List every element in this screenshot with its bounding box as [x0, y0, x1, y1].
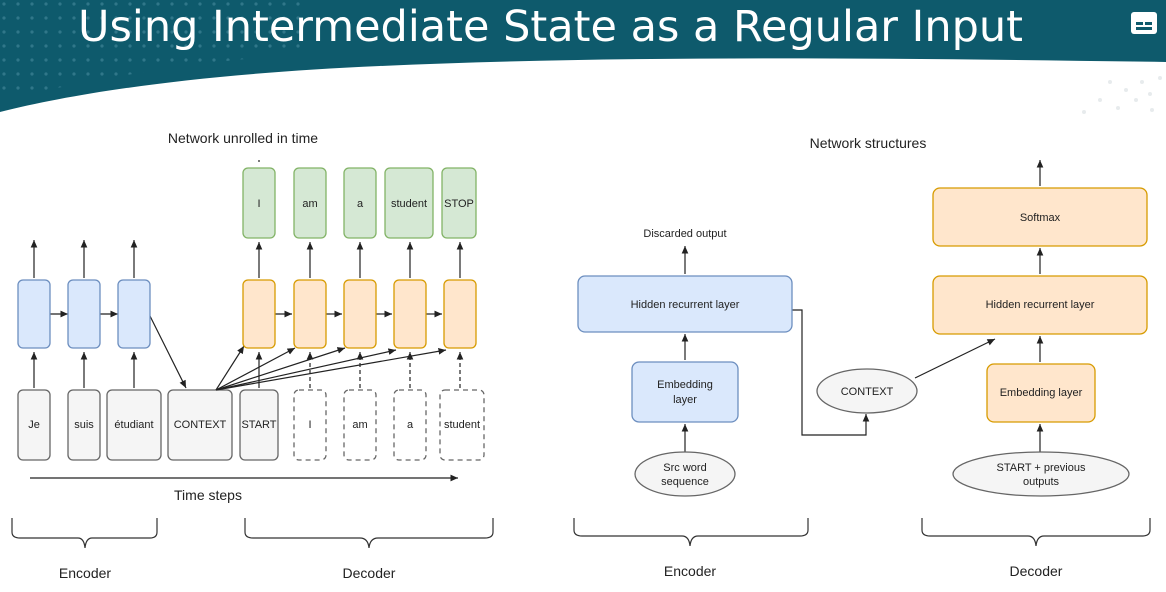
- src-word-sequence: Src word sequence: [634, 451, 736, 497]
- output-token: student: [384, 167, 434, 239]
- svg-text:Embedding layer: Embedding layer: [1000, 387, 1083, 399]
- svg-text:étudiant: étudiant: [114, 419, 153, 431]
- decoder-input: a: [393, 389, 427, 461]
- encoder-cell: [17, 279, 51, 349]
- svg-text:START: START: [241, 419, 276, 431]
- encoder-label-left: Encoder: [59, 565, 111, 581]
- unrolled-title: Network unrolled in time: [168, 130, 318, 146]
- encoder-cell: [67, 279, 101, 349]
- encoder-brace-right: [573, 518, 809, 547]
- svg-text:student: student: [444, 419, 480, 431]
- svg-text:Embedding: Embedding: [657, 379, 713, 391]
- svg-text:outputs: outputs: [1023, 476, 1060, 488]
- decorative-dots: [1082, 76, 1162, 114]
- output-token: am: [293, 167, 327, 239]
- decoder-embedding-layer: Embedding layer: [986, 363, 1096, 423]
- decoder-cell: [443, 279, 477, 349]
- decoder-arrows: [215, 160, 464, 391]
- decoder-label-left: Decoder: [343, 565, 396, 581]
- encoder-input: étudiant: [106, 389, 162, 461]
- decoder-label-right: Decoder: [1010, 563, 1063, 579]
- decoder-brace: [244, 518, 494, 549]
- decoder-cell: [242, 279, 276, 349]
- start-box: START: [239, 389, 279, 461]
- svg-text:a: a: [407, 419, 414, 431]
- svg-text:sequence: sequence: [661, 476, 709, 488]
- encoder-label-right: Encoder: [664, 563, 716, 579]
- output-token: I: [242, 167, 276, 239]
- encoder-input: suis: [67, 389, 101, 461]
- unrolled-network: Network unrolled in time Je suis: [11, 130, 494, 581]
- svg-text:am: am: [302, 198, 317, 210]
- encoder-brace: [11, 518, 158, 549]
- svg-text:STOP: STOP: [444, 198, 474, 210]
- svg-text:student: student: [391, 198, 427, 210]
- svg-text:CONTEXT: CONTEXT: [841, 386, 894, 398]
- encoder-input: Je: [17, 389, 51, 461]
- svg-text:Hidden recurrent layer: Hidden recurrent layer: [631, 299, 740, 311]
- context-box: CONTEXT: [167, 389, 233, 461]
- svg-text:Src word: Src word: [663, 462, 706, 474]
- encoder-hidden-layer: Hidden recurrent layer: [577, 275, 793, 333]
- svg-text:START + previous: START + previous: [997, 462, 1086, 474]
- context-ellipse: CONTEXT: [816, 368, 918, 414]
- decoder-cell: [293, 279, 327, 349]
- svg-text:I: I: [257, 198, 260, 210]
- svg-text:Hidden recurrent layer: Hidden recurrent layer: [986, 299, 1095, 311]
- discarded-output-label: Discarded output: [643, 228, 726, 240]
- svg-text:suis: suis: [74, 419, 94, 431]
- softmax-layer: Softmax: [932, 187, 1148, 247]
- output-token: a: [343, 167, 377, 239]
- svg-text:Softmax: Softmax: [1020, 212, 1061, 224]
- slide-title: Using Intermediate State as a Regular In…: [78, 2, 1023, 52]
- decoder-hidden-layer: Hidden recurrent layer: [932, 275, 1148, 335]
- closed-captions-icon[interactable]: [1128, 8, 1160, 38]
- network-structures: Network structures Discarded output Hidd…: [573, 135, 1151, 579]
- decoder-input: I: [293, 389, 327, 461]
- slide-header: Using Intermediate State as a Regular In…: [0, 0, 1166, 120]
- output-token: STOP: [441, 167, 477, 239]
- svg-text:layer: layer: [673, 394, 697, 406]
- structures-title: Network structures: [810, 135, 927, 151]
- svg-text:I: I: [308, 419, 311, 431]
- svg-text:a: a: [357, 198, 364, 210]
- encoder-embedding-layer: Embedding layer: [631, 361, 739, 423]
- encoder-structure-arrows: [681, 246, 996, 452]
- decoder-cell: [393, 279, 427, 349]
- decoder-input: student: [439, 389, 485, 461]
- decoder-brace-right: [921, 518, 1151, 547]
- svg-text:am: am: [352, 419, 367, 431]
- time-steps-label: Time steps: [174, 487, 242, 503]
- decoder-cell: [343, 279, 377, 349]
- header-banner: [0, 0, 1166, 114]
- encoder-cell: [117, 279, 151, 349]
- start-previous-outputs: START + previous outputs: [952, 451, 1130, 497]
- svg-text:CONTEXT: CONTEXT: [174, 419, 227, 431]
- encoder-arrows: [30, 240, 187, 389]
- svg-text:Je: Je: [28, 419, 40, 431]
- decoder-input: am: [343, 389, 377, 461]
